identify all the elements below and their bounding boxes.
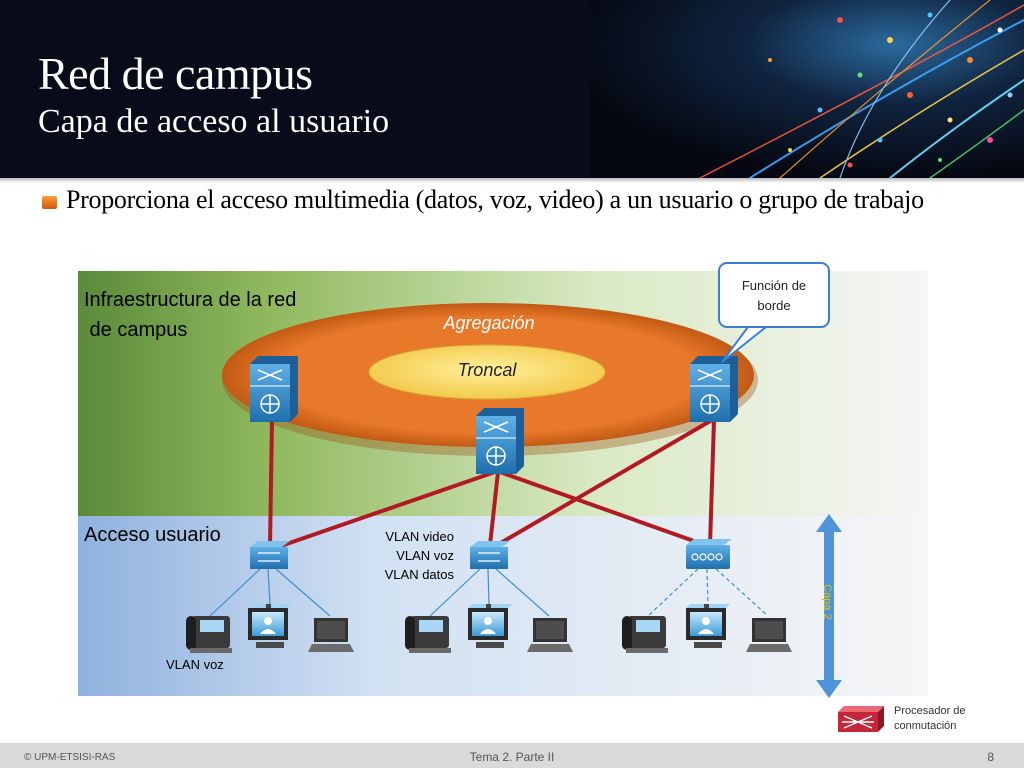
uplinks (268, 418, 716, 550)
header-shadow (0, 178, 1024, 183)
laptop-icon (308, 618, 354, 652)
vlan-voz-label: VLAN voz (166, 657, 224, 672)
multilayer-switch-icon (476, 408, 524, 474)
vlan-item: VLAN voz (396, 548, 454, 563)
access-label: Acceso usuario (84, 524, 221, 546)
bullet-text: Proporciona el acceso multimedia (datos,… (66, 185, 924, 214)
access-switch-icon (470, 541, 510, 569)
laptop-icon (527, 618, 573, 652)
vlan-list: VLAN video VLAN voz VLAN datos (358, 527, 454, 584)
slide-footer: © UPM-ETSISI-RAS Tema 2. Parte II 8 (0, 743, 1024, 768)
capa2-label: Capa 2 (821, 584, 833, 620)
video-terminal-icon (248, 604, 292, 648)
vlan-item: VLAN video (385, 529, 454, 544)
ip-phone-icon (622, 616, 668, 653)
slide-subtitle: Capa de acceso al usuario (38, 103, 390, 140)
double-arrow-icon (816, 514, 842, 698)
multilayer-switch-icon (250, 356, 298, 422)
switching-processor-icon (838, 706, 884, 732)
troncal-core (368, 344, 606, 400)
hub-links (647, 568, 769, 617)
slide-header: Red de campus Capa de acceso al usuario (0, 0, 1024, 178)
fiber-optic-photo (590, 0, 1024, 178)
footer-topic: Tema 2. Parte II (469, 750, 555, 764)
bullet-icon (42, 196, 57, 209)
infrastructure-label: Infraestructura de la red de campus (84, 289, 297, 341)
hub-icon (686, 539, 732, 569)
access-switch-icon (250, 541, 290, 569)
legend-label: Procesador de conmutación (894, 705, 966, 732)
page-number: 8 (987, 750, 994, 764)
multilayer-switch-icon (690, 356, 738, 422)
video-terminal-icon (686, 604, 730, 648)
laptop-icon (746, 618, 792, 652)
troncal-label: Troncal (457, 360, 517, 380)
copyright: © UPM-ETSISI-RAS (24, 752, 116, 763)
ip-phone-icon (405, 616, 451, 653)
ip-phone-icon (186, 616, 232, 653)
host-links (209, 568, 550, 617)
vlan-item: VLAN datos (384, 567, 454, 582)
edge-function-callout: Función de borde (718, 262, 830, 328)
video-terminal-icon (468, 604, 512, 648)
slide-title: Red de campus (38, 48, 313, 99)
agregacion-label: Agregación (443, 313, 535, 333)
